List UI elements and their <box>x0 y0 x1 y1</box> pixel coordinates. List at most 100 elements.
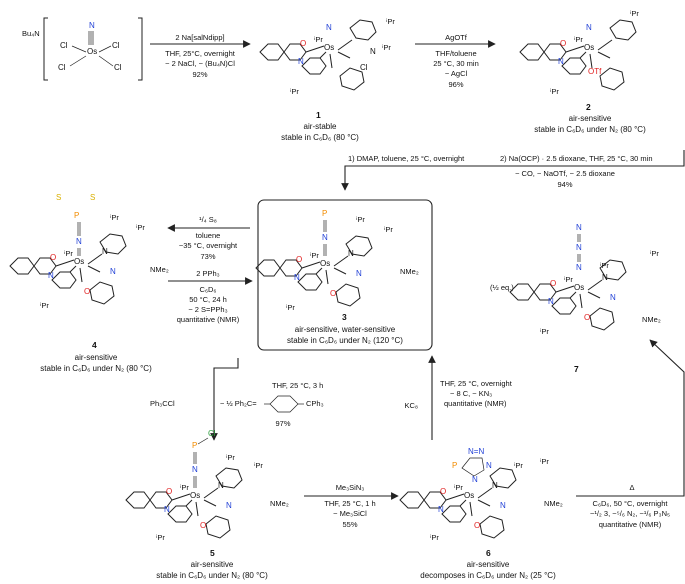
ipr-label: ⁱPr <box>310 251 319 260</box>
n-atom: N <box>48 271 54 280</box>
arrow2-yield: 96% <box>448 80 463 89</box>
nme2-label: NMe₂ <box>544 499 563 508</box>
n-atom: N <box>548 297 554 306</box>
ipr-label: ⁱPr <box>382 43 391 52</box>
to4-l1: toluene <box>196 231 221 240</box>
to5-yield: 97% <box>275 419 290 428</box>
bu4n-label: Bu₄N <box>22 29 40 38</box>
o-atom: O <box>330 289 336 298</box>
ipr-label: ⁱPr <box>550 87 559 96</box>
n-atom: N <box>226 501 232 510</box>
ipr-label: ⁱPr <box>314 35 323 44</box>
compound-2-note2: stable in C₆D₆ under N₂ (80 °C) <box>534 125 646 134</box>
compound-4-note2: stable in C₆D₆ under N₂ (80 °C) <box>40 364 152 373</box>
long-minus: − CO, − NaOTf, − 2.5 dioxane <box>515 169 615 178</box>
from6-kc8: KC₈ <box>404 401 418 410</box>
p-atom: P <box>74 211 79 220</box>
tetrazaphosphole-ring <box>461 457 485 477</box>
from6-l2: − 8 C, − KN₃ <box>450 389 492 398</box>
os-atom: Os <box>324 43 334 52</box>
from6-l1: THF, 25 °C, overnight <box>440 379 513 388</box>
cyclohexadiene-ring <box>269 395 299 413</box>
s-atom: S <box>90 193 95 202</box>
ipr-label: ⁱPr <box>40 301 49 310</box>
ipr-label: ⁱPr <box>356 215 365 224</box>
ipr-label: ⁱPr <box>226 453 235 462</box>
to7-l1: C₆D₆, 50 °C, overnight <box>593 499 669 508</box>
compound-4-number: 4 <box>92 340 97 350</box>
ipr-label: ⁱPr <box>110 213 119 222</box>
os-atom: Os <box>87 47 97 56</box>
compound-2-number: 2 <box>586 102 591 112</box>
n-atom: N <box>102 247 108 256</box>
from4-l4: − 2 S=PPh₃ <box>188 305 227 314</box>
ipr-label: ⁱPr <box>540 327 549 336</box>
arrow1-l1: THF, 25°C, overnight <box>165 49 236 58</box>
ipr-label: ⁱPr <box>136 223 145 232</box>
o-atom: O <box>300 39 306 48</box>
to4-l2: −35 °C, overnight <box>179 241 238 250</box>
os-atom: Os <box>464 491 474 500</box>
from4-l3: 50 °C, 24 h <box>189 295 227 304</box>
n-atom: N <box>486 461 492 470</box>
ipr-label: ⁱPr <box>254 461 263 470</box>
to6-above: Me₃SiN₃ <box>336 483 365 492</box>
ipr-label: ⁱPr <box>540 457 549 466</box>
n-atom: N <box>438 505 444 514</box>
nme2-label: NMe₂ <box>642 315 661 324</box>
ipr-label: ⁱPr <box>156 533 165 542</box>
n-atom: N <box>356 269 362 278</box>
ipr-label: ⁱPr <box>650 249 659 258</box>
to5-l1: Ph₃CCl <box>150 399 175 408</box>
n-atom: N <box>610 293 616 302</box>
compound-6-note2: decomposes in C₆D₆ under N₂ (25 °C) <box>420 571 556 580</box>
arrow2-l3: − AgCl <box>445 69 468 78</box>
n-atom: N <box>164 505 170 514</box>
to4-s8: ¹/₄ S₈ <box>199 215 217 224</box>
n-atom: N <box>218 481 224 490</box>
n-atom: N=N <box>468 447 484 456</box>
n-atom: N <box>500 501 506 510</box>
to6-yield: 55% <box>342 520 357 529</box>
to7-l2: −¹/₂ 3, −⁵/₆ N₂, −¹/₆ P₃N₅ <box>590 509 670 518</box>
n-amide: N <box>370 47 376 56</box>
ipr-label: ⁱPr <box>64 249 73 258</box>
nme2-label: NMe₂ <box>400 267 419 276</box>
ipr-label: ⁱPr <box>630 9 639 18</box>
compound-3-note1: air-sensitive, water-sensitive <box>295 325 396 334</box>
cl-atom-1: Cl <box>60 41 68 50</box>
from4-l2: C₆D₆ <box>200 285 217 294</box>
to7-delta: Δ <box>629 483 634 492</box>
o-atom: O <box>200 521 206 530</box>
compound-1-note1: air-stable <box>304 122 337 131</box>
compound-3-note2: stable in C₆D₆ under N₂ (120 °C) <box>287 336 403 345</box>
n-atom: N <box>110 267 116 276</box>
o-atom: O <box>550 279 556 288</box>
to5-l3: CPh₃ <box>306 399 324 408</box>
cl-atom-2: Cl <box>112 41 120 50</box>
arrow1-l2: − 2 NaCl, − (Bu₄N)Cl <box>165 59 235 68</box>
compound-1-structure: Os N O N N Cl ⁱPr ⁱPr ⁱPr ⁱPr <box>259 17 395 96</box>
n-atom: N <box>558 57 564 66</box>
o-atom: O <box>560 39 566 48</box>
arrow-6-to-7 <box>576 339 685 497</box>
arrow2-l2: 25 °C, 30 min <box>433 59 479 68</box>
long-yield: 94% <box>557 180 572 189</box>
p-atom: P <box>452 461 457 470</box>
o-atom: O <box>584 313 590 322</box>
cl-atom-4: Cl <box>114 63 122 72</box>
otf-label: OTf <box>588 67 602 76</box>
ipr-label: ⁱPr <box>386 17 395 26</box>
from4-l1: 2 PPh₃ <box>196 269 220 278</box>
compound-5-note1: air-sensitive <box>191 560 234 569</box>
ipr-label: ⁱPr <box>574 35 583 44</box>
os-atom: Os <box>574 283 584 292</box>
nme2-label: NMe₂ <box>150 265 169 274</box>
o-atom: O <box>440 487 446 496</box>
n-atom: N <box>576 263 582 272</box>
to6-l2: − Me₃SiCl <box>333 509 367 518</box>
arrow-3-to-5 <box>210 358 239 441</box>
n-atom: N <box>472 475 478 484</box>
os-atom: Os <box>74 257 84 266</box>
